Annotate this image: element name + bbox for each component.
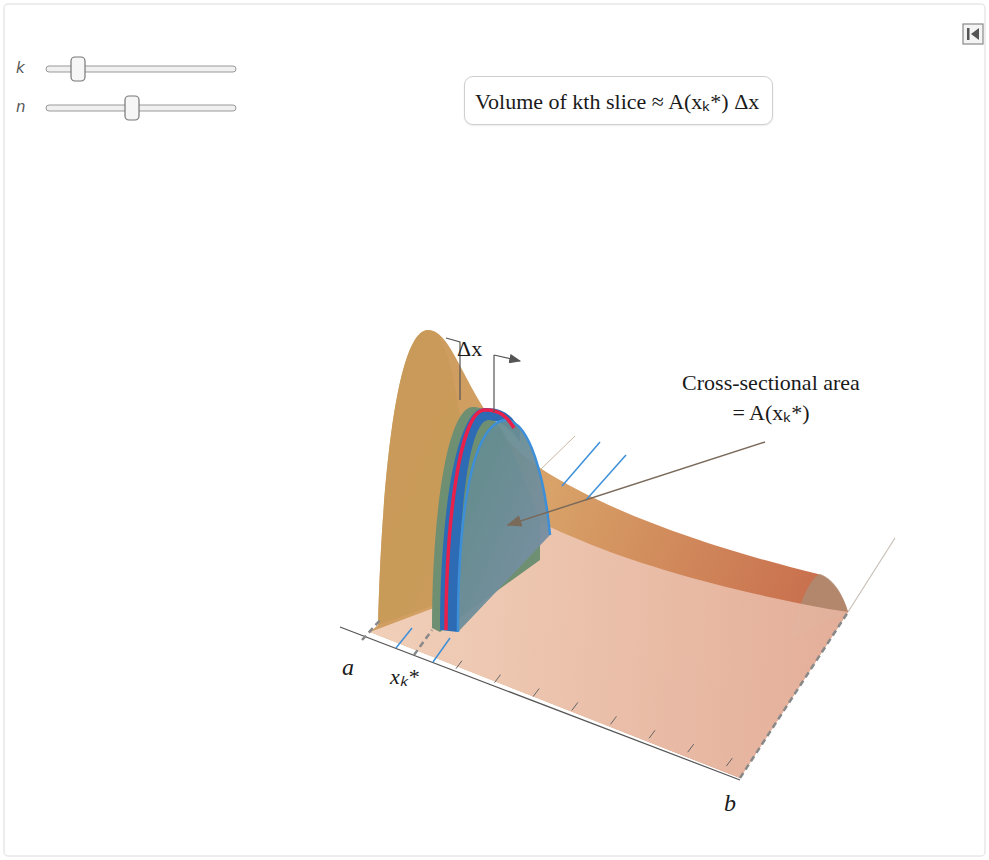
cross-section-outline	[458, 420, 550, 632]
back-edge	[540, 436, 575, 470]
axis-label: xₖ*	[390, 660, 419, 690]
dashed-edges	[362, 612, 848, 778]
x-axis	[340, 627, 740, 780]
reset-icon	[963, 24, 983, 44]
slice-guides	[562, 442, 626, 500]
sample-curve	[446, 410, 514, 630]
solid-surface	[370, 330, 848, 778]
axis-label: b	[724, 790, 736, 817]
axis-label: a	[342, 654, 354, 681]
width-label: Δx	[457, 336, 482, 362]
slider-k	[46, 57, 236, 81]
leader-line	[508, 442, 765, 525]
area-label: Cross-sectional area = A(xₖ*)	[681, 370, 861, 426]
slider-label: n	[16, 98, 26, 116]
formula-box: Volume of kth slice ≈ A(xₖ*) Δx	[464, 76, 773, 125]
back-edge	[848, 538, 895, 612]
axis-ticks	[456, 661, 732, 766]
slice-marks	[396, 628, 450, 662]
cross-section-face	[458, 420, 550, 632]
slider-n	[46, 96, 236, 120]
slider-label: k	[16, 59, 25, 77]
panel-frame	[4, 4, 985, 856]
formula-text: Volume of kth slice ≈ A(xₖ*) Δx	[475, 85, 762, 115]
